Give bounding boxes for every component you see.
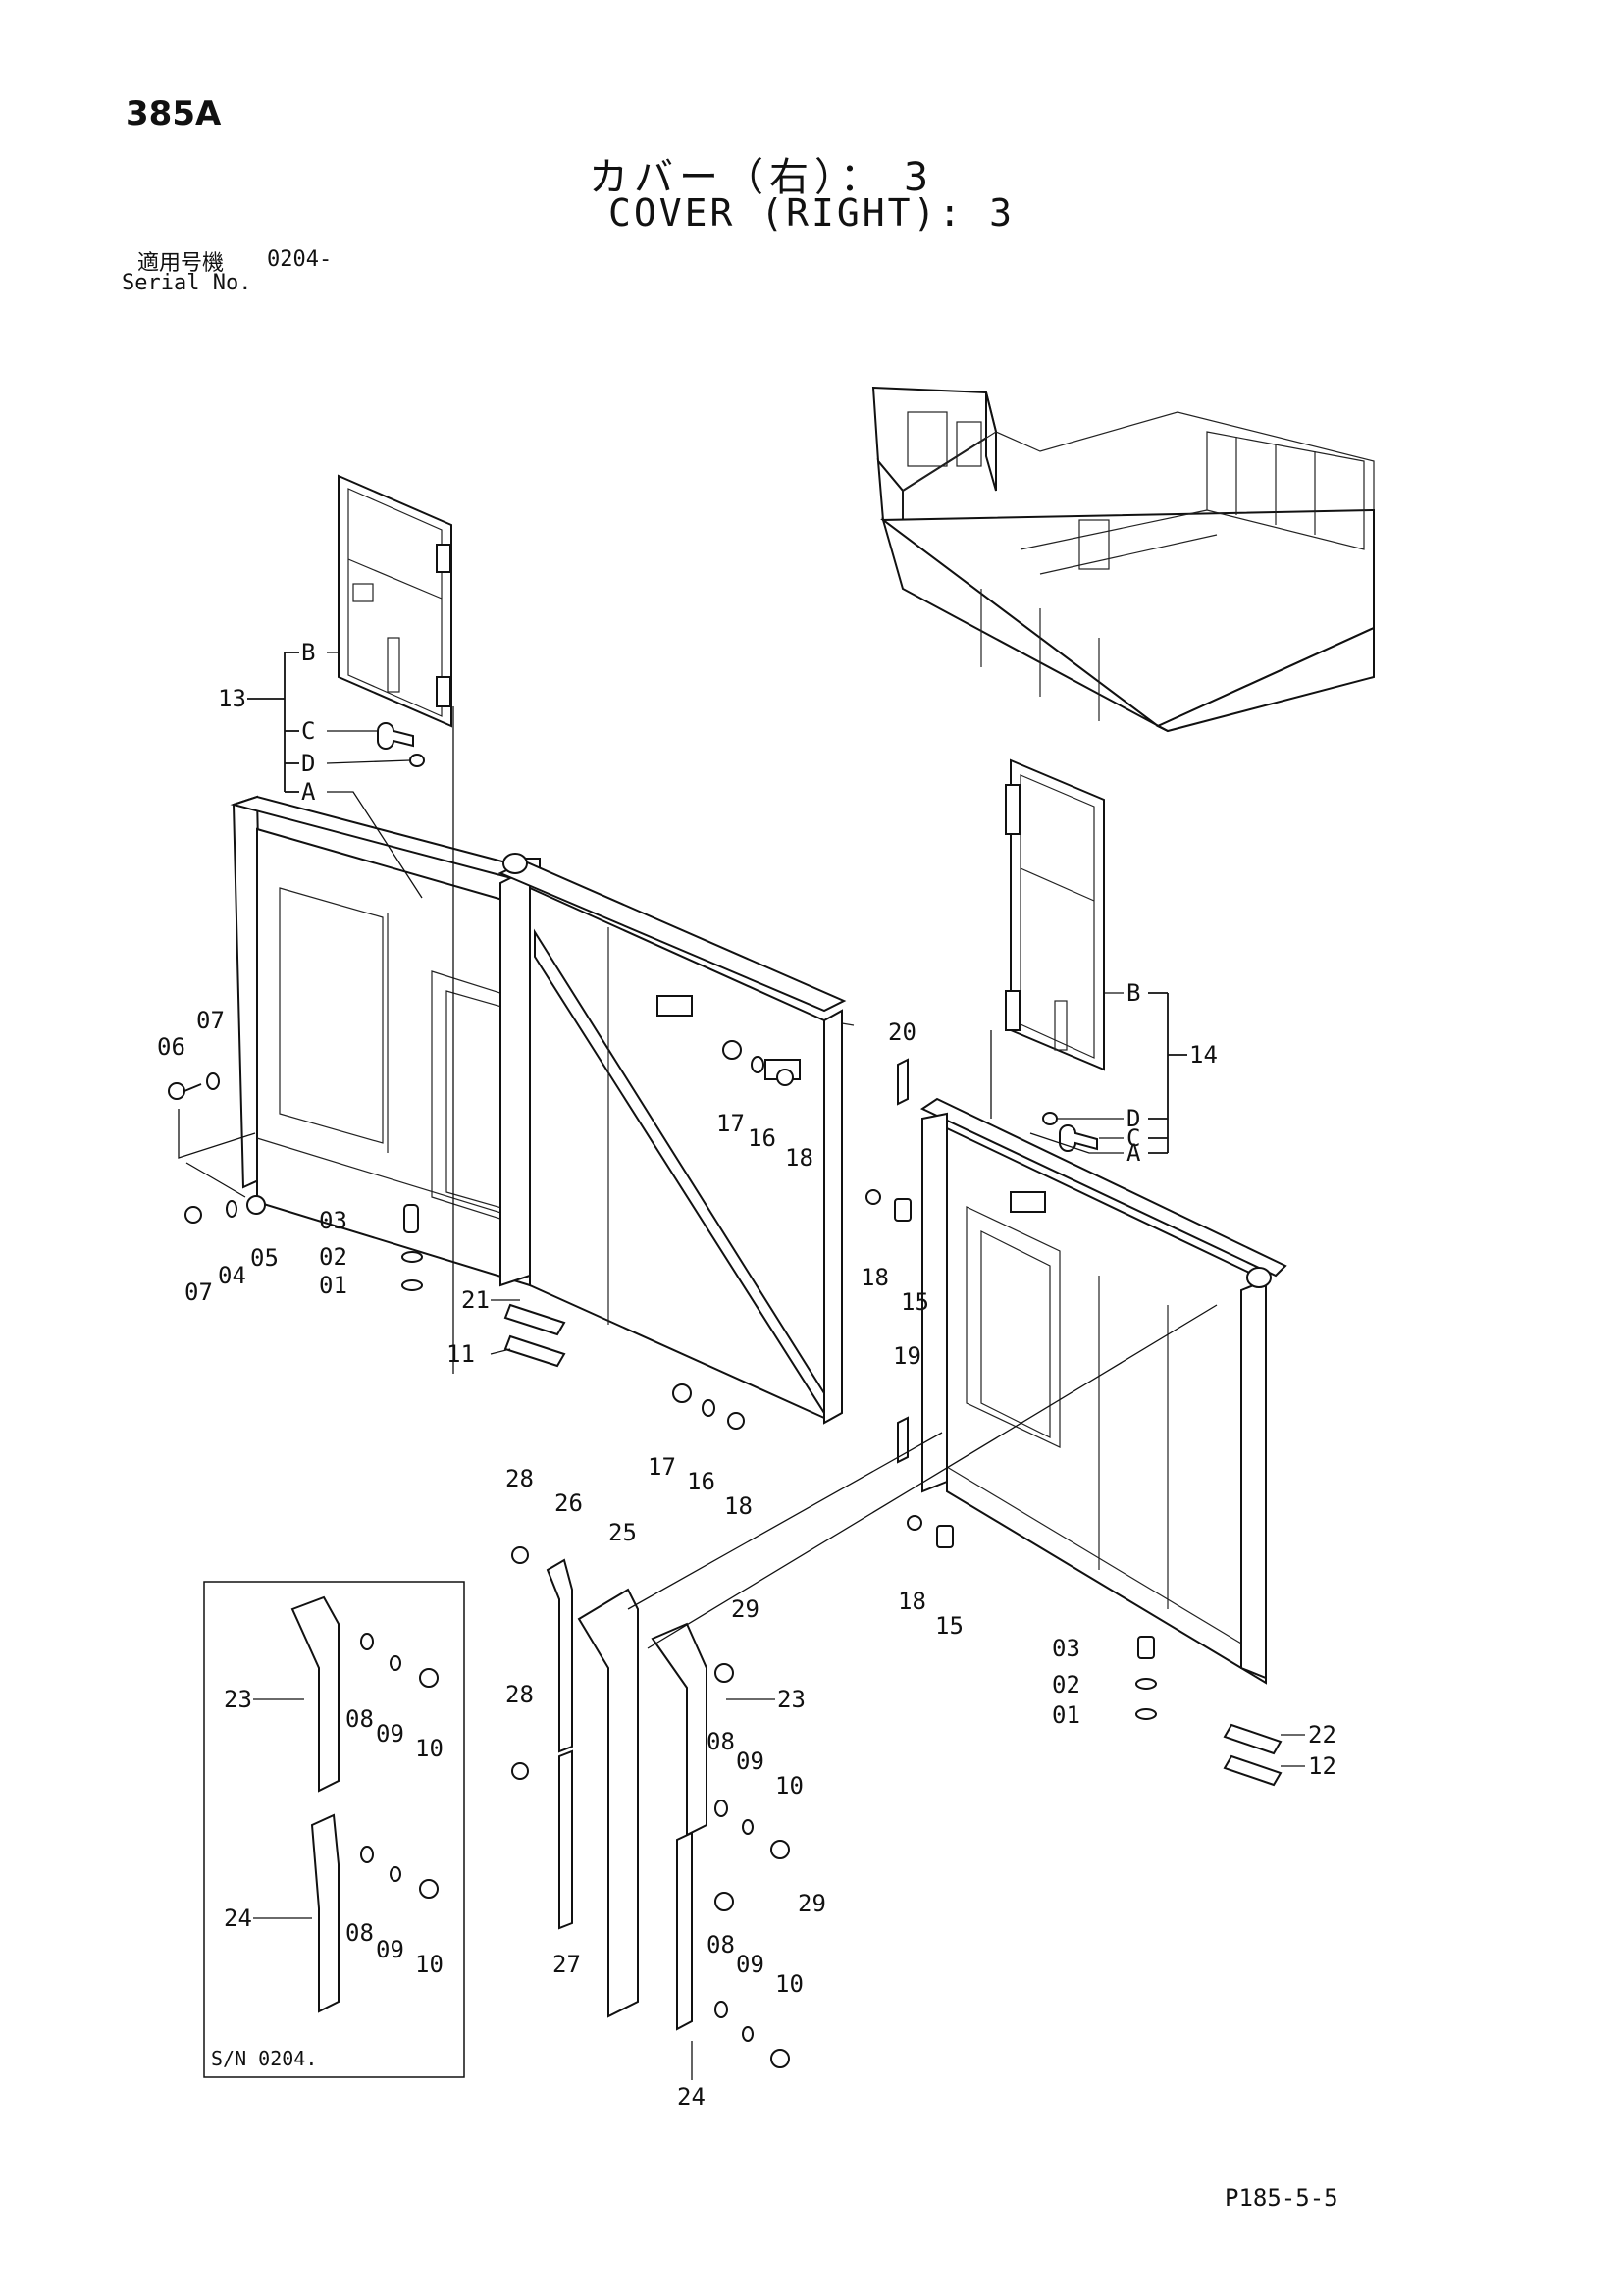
callout-02-right: 02 — [1052, 1671, 1080, 1698]
callout-09-inset-lower: 09 — [376, 1936, 404, 1963]
page-reference: P185-5-5 — [1225, 2184, 1338, 2212]
callout-09-main-lower: 09 — [736, 1951, 764, 1978]
callout-03-right: 03 — [1052, 1635, 1080, 1662]
inset-serial-label: S/N 0204. — [211, 2047, 317, 2070]
callout-09-inset-upper: 09 — [376, 1720, 404, 1748]
callout-14: 14 — [1189, 1041, 1218, 1069]
serial-label-japanese: 適用号機 — [137, 251, 225, 276]
callout-20: 20 — [888, 1018, 916, 1046]
serial-label-english: Serial No. — [122, 271, 252, 295]
serial-inset-box — [203, 1581, 465, 2078]
callout-08-inset-lower: 08 — [345, 1919, 374, 1947]
callout-07-lower: 07 — [184, 1278, 213, 1306]
callout-22: 22 — [1308, 1721, 1336, 1748]
page-title-japanese: カバー（右）： 3 — [589, 155, 935, 200]
callout-18-right: 18 — [898, 1588, 926, 1615]
callout-14-d: D — [1126, 1105, 1140, 1132]
callout-11: 11 — [446, 1340, 475, 1368]
callout-28-lower: 28 — [505, 1681, 534, 1708]
callout-29-upper: 29 — [731, 1595, 759, 1623]
callout-18-lower: 18 — [724, 1492, 753, 1520]
callout-13-b: B — [301, 639, 315, 666]
serial-number-value: 0204- — [267, 247, 333, 272]
callout-23-inset: 23 — [224, 1686, 252, 1713]
callout-08-main-upper: 08 — [707, 1728, 735, 1755]
callout-06: 06 — [157, 1033, 185, 1061]
callout-14-b: B — [1126, 979, 1140, 1007]
callout-03-left: 03 — [319, 1207, 347, 1234]
callout-23-main: 23 — [777, 1686, 806, 1713]
callout-13-c: C — [301, 717, 315, 745]
callout-13-d: D — [301, 750, 315, 777]
callout-24-inset: 24 — [224, 1905, 252, 1932]
callout-27: 27 — [552, 1951, 581, 1978]
page-code: 385A — [126, 94, 222, 133]
callout-13-a: A — [301, 778, 316, 806]
callout-09-main-upper: 09 — [736, 1748, 764, 1775]
callout-17-lower: 17 — [648, 1453, 676, 1481]
leader-lines — [178, 652, 1305, 2080]
callout-10-main-lower: 10 — [775, 1970, 804, 1998]
page-title-english: COVER (RIGHT): 3 — [608, 191, 1016, 235]
center-cover-frame — [497, 853, 855, 1425]
left-cover-door-13 — [338, 474, 452, 767]
callout-15-lower: 15 — [935, 1612, 964, 1640]
cover-strips — [546, 1558, 707, 2031]
callout-02-left: 02 — [319, 1243, 347, 1271]
callout-24-main: 24 — [677, 2083, 706, 2111]
right-cover-door-14 — [1005, 758, 1105, 1152]
callout-16-lower: 16 — [687, 1468, 715, 1495]
machine-overview-illustration — [871, 386, 1375, 733]
callout-10-main-upper: 10 — [775, 1772, 804, 1800]
callout-labels: 13 B C D A 14 B D C A 06 07 07 04 05 03 … — [157, 639, 1336, 2111]
callout-19: 19 — [893, 1342, 921, 1370]
callout-10-inset-upper: 10 — [415, 1735, 444, 1762]
callout-10-inset-lower: 10 — [415, 1951, 444, 1978]
callout-26: 26 — [554, 1489, 583, 1517]
callout-08-main-lower: 08 — [707, 1931, 735, 1958]
callout-17-upper: 17 — [716, 1110, 745, 1137]
callout-04: 04 — [218, 1262, 246, 1289]
fasteners — [168, 1040, 1157, 2068]
callout-08-inset-upper: 08 — [345, 1705, 374, 1733]
callout-21: 21 — [461, 1286, 490, 1314]
callout-28-upper: 28 — [505, 1465, 534, 1492]
callout-05: 05 — [250, 1244, 279, 1272]
callout-01-left: 01 — [319, 1272, 347, 1299]
callout-29-lower: 29 — [798, 1890, 826, 1917]
callout-12: 12 — [1308, 1752, 1336, 1780]
small-plates — [503, 1058, 1283, 1787]
callout-16-upper: 16 — [748, 1124, 776, 1152]
callout-14-a: A — [1126, 1139, 1141, 1167]
callout-13: 13 — [218, 685, 246, 712]
callout-25: 25 — [608, 1519, 637, 1546]
callout-14-c: C — [1126, 1124, 1140, 1152]
callout-18-upper: 18 — [785, 1144, 813, 1172]
right-cover-frame — [919, 1097, 1287, 1685]
callout-18-mid: 18 — [861, 1264, 889, 1291]
callout-15-upper: 15 — [901, 1288, 929, 1316]
callout-07-upper: 07 — [196, 1007, 225, 1034]
callout-01-right: 01 — [1052, 1701, 1080, 1729]
